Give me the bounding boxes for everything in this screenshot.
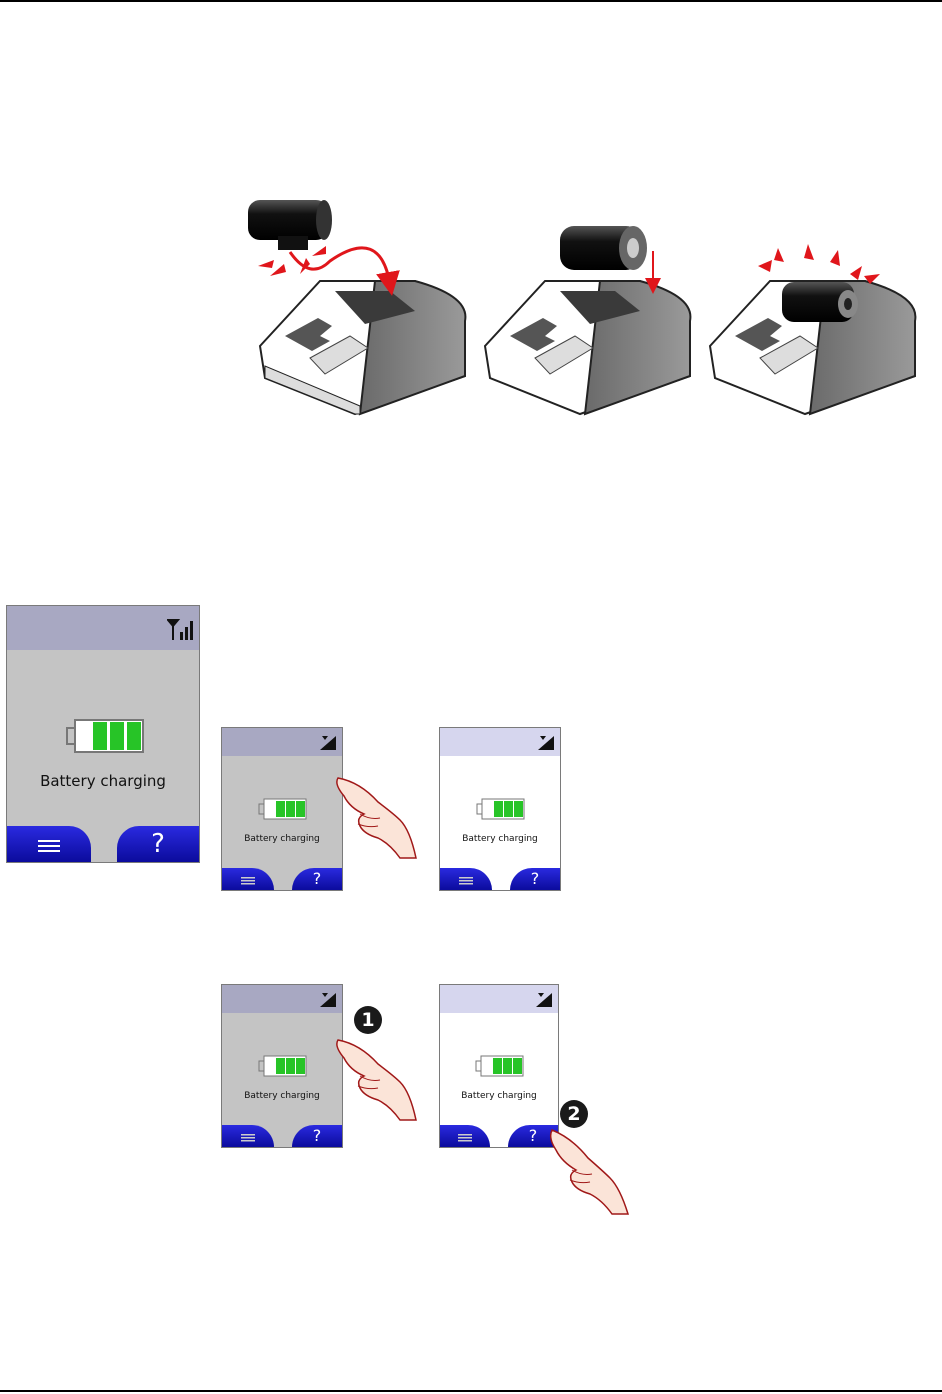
- printer-closed-icon: [710, 244, 915, 414]
- phone-screen-low-right: Battery charging ?: [439, 984, 559, 1148]
- phone-screen-low-left: Battery charging ?: [221, 984, 343, 1148]
- menu-icon: [459, 877, 473, 885]
- battery-icon: [65, 718, 145, 754]
- top-rule: [0, 0, 942, 2]
- menu-icon: [241, 1134, 255, 1142]
- help-button[interactable]: ?: [510, 868, 560, 890]
- battery-status-text: Battery charging: [7, 772, 199, 790]
- pointing-hand-icon: [330, 768, 420, 860]
- paper-roll-figure: [240, 186, 930, 426]
- pointing-hand-icon: [548, 1122, 630, 1216]
- menu-button[interactable]: [222, 1125, 274, 1147]
- battery-status-text: Battery charging: [440, 1091, 558, 1101]
- help-button[interactable]: ?: [117, 826, 199, 862]
- menu-icon: [241, 877, 255, 885]
- signal-icon: [538, 736, 554, 750]
- signal-icon: [320, 736, 336, 750]
- printer-open-icon: [260, 281, 465, 414]
- signal-icon: [536, 993, 552, 1007]
- menu-icon: [38, 840, 60, 852]
- printer-loading-icon: [485, 226, 690, 414]
- battery-icon: [476, 798, 526, 820]
- battery-icon: [475, 1055, 525, 1077]
- phone-screen-large: Battery charging ?: [6, 605, 200, 863]
- menu-button[interactable]: [7, 826, 91, 862]
- signal-icon: [167, 618, 193, 642]
- signal-icon: [320, 993, 336, 1007]
- phone-screen-mid-right: Battery charging ?: [439, 727, 561, 891]
- battery-status-text: Battery charging: [222, 1091, 342, 1101]
- phone-screen-mid-left: Battery charging ?: [221, 727, 343, 891]
- pointing-hand-icon: [330, 1030, 420, 1122]
- menu-icon: [458, 1134, 472, 1142]
- battery-status-text: Battery charging: [222, 834, 342, 844]
- menu-button[interactable]: [222, 868, 274, 890]
- menu-button[interactable]: [440, 1125, 490, 1147]
- paper-roll-icon: [248, 200, 332, 250]
- battery-status-text: Battery charging: [440, 834, 560, 844]
- highlight-marks-icon: [258, 246, 326, 276]
- help-button[interactable]: ?: [292, 868, 342, 890]
- battery-icon: [258, 1055, 308, 1077]
- battery-icon: [258, 798, 308, 820]
- help-button[interactable]: ?: [292, 1125, 342, 1147]
- menu-button[interactable]: [440, 868, 492, 890]
- bottom-rule: [0, 1390, 942, 1392]
